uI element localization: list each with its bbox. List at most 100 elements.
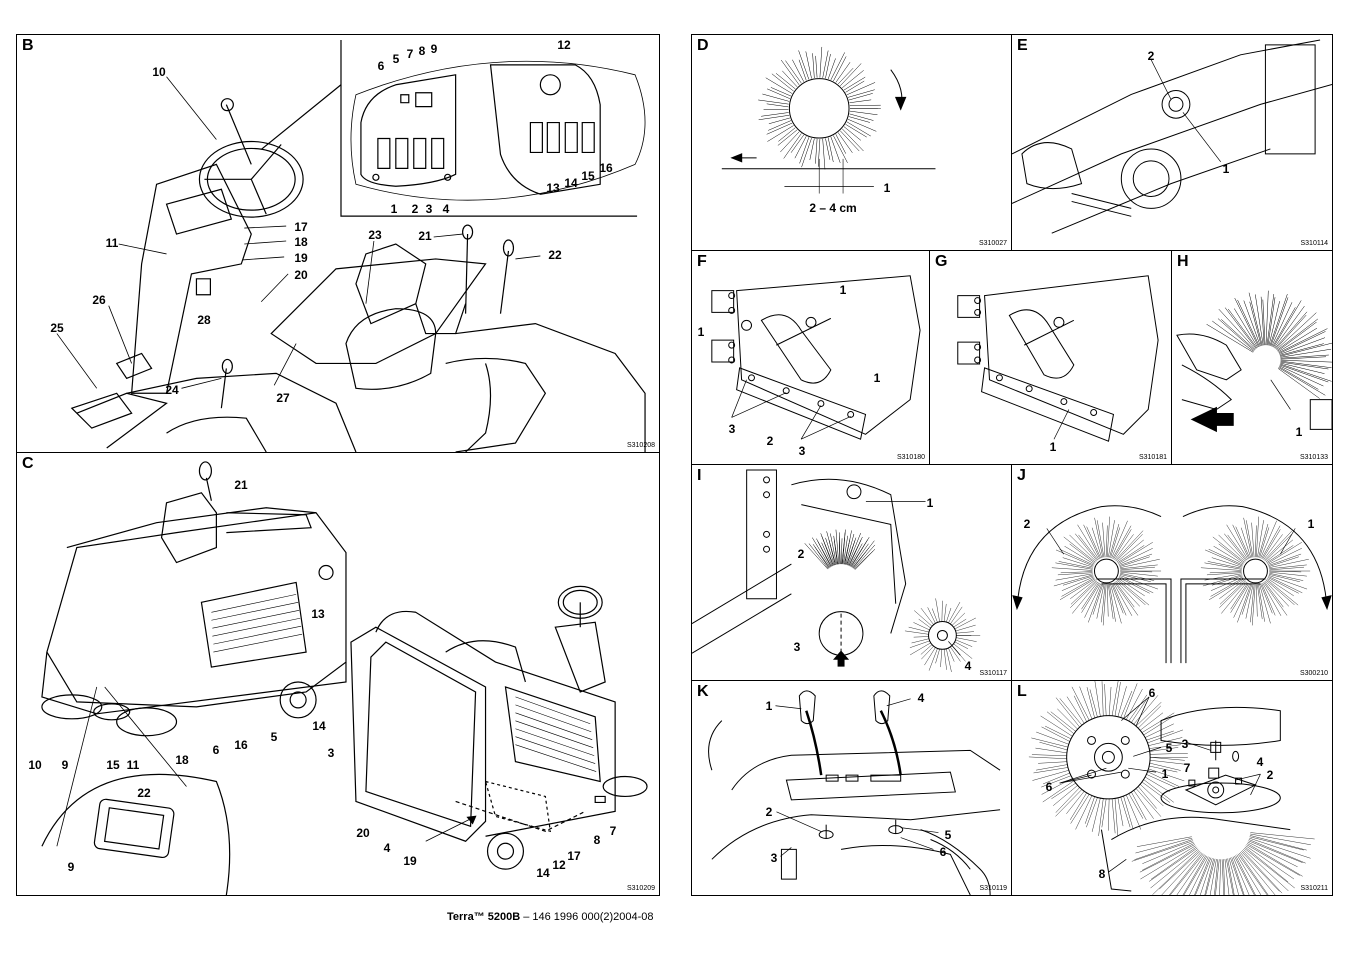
callout: 12: [552, 858, 566, 872]
figure-panel-j: J S300210 2 1: [1011, 464, 1333, 681]
callout: 14: [564, 176, 578, 190]
callout: 5: [392, 52, 400, 66]
callout: 7: [609, 824, 617, 838]
control-levers-illustration: [692, 681, 1011, 895]
panel-k-label: K: [697, 683, 709, 700]
callout: 9: [61, 758, 69, 772]
callout: 9: [430, 42, 438, 56]
figure-panel-i: I S310117 1 2 3 4: [691, 464, 1012, 681]
callout: 2: [797, 547, 805, 561]
callout: 3: [327, 746, 335, 760]
callout: 9: [67, 860, 75, 874]
side-skirt-illustration: [692, 251, 929, 464]
brush-rotation-illustration: [1012, 465, 1332, 680]
callout: 1: [1161, 767, 1169, 781]
callout: 13: [311, 607, 325, 621]
callout: 21: [418, 229, 432, 243]
panel-h-code: S310133: [1299, 454, 1328, 461]
panel-b-code: S310208: [626, 442, 655, 449]
callout: 3: [770, 851, 778, 865]
callout: 5: [270, 730, 278, 744]
callout: 5: [1165, 741, 1173, 755]
footer-product: Terra™ 5200B: [447, 911, 521, 923]
callout: 5: [944, 828, 952, 842]
figure-panel-h: H S310133 1: [1171, 250, 1333, 465]
callout: 2: [1147, 49, 1155, 63]
callout: 17: [294, 220, 308, 234]
callout: 27: [276, 391, 290, 405]
sweeper-machine-illustration: [17, 453, 659, 895]
panel-e-code: S310114: [1300, 240, 1328, 247]
callout: 1: [1049, 440, 1057, 454]
callout: 11: [105, 236, 119, 250]
callout: 4: [917, 691, 925, 705]
callout: 4: [442, 202, 450, 216]
callout: 13: [546, 181, 560, 195]
figure-panel-f: F S310180 1 1 1 3 2 3: [691, 250, 930, 465]
callout: 3: [728, 422, 736, 436]
callout: 21: [234, 478, 248, 492]
callout: 12: [557, 38, 571, 52]
panel-j-code: S300210: [1299, 670, 1328, 677]
callout: 8: [418, 44, 426, 58]
panel-g-code: S310181: [1138, 454, 1167, 461]
brush-pattern-illustration: [692, 35, 1011, 250]
panel-f-code: S310180: [896, 454, 925, 461]
callout: 20: [294, 268, 308, 282]
machine-controls-illustration: [17, 35, 659, 452]
callout: 6: [377, 59, 385, 73]
callout: 28: [197, 313, 211, 327]
callout: 2: [1266, 768, 1274, 782]
callout: 4: [1256, 755, 1264, 769]
callout: 15: [581, 169, 595, 183]
panel-c-label: C: [22, 455, 34, 472]
panel-l-label: L: [1017, 683, 1027, 700]
callout: 16: [234, 738, 248, 752]
callout: 15: [106, 758, 120, 772]
callout: 3: [798, 444, 806, 458]
callout: 25: [50, 321, 64, 335]
panel-f-label: F: [697, 253, 707, 270]
callout: 19: [294, 251, 308, 265]
brush-adjustment-illustration: [1012, 35, 1332, 250]
panel-l-code: S310211: [1300, 885, 1328, 892]
document-footer: Terra™ 5200B – 146 1996 000(2)2004-08: [447, 911, 654, 923]
callout: 8: [1098, 867, 1106, 881]
panel-i-code: S310117: [979, 670, 1007, 677]
panel-g-label: G: [935, 253, 948, 270]
callout: 18: [294, 235, 308, 249]
panel-k-code: S310119: [979, 885, 1007, 892]
callout: 22: [137, 786, 151, 800]
callout: 4: [964, 659, 972, 673]
callout: 1: [1222, 162, 1230, 176]
callout: 1: [926, 496, 934, 510]
callout: 2: [765, 805, 773, 819]
callout: 2: [766, 434, 774, 448]
callout: 26: [92, 293, 106, 307]
callout: 1: [765, 699, 773, 713]
side-skirt-installed-illustration: [930, 251, 1171, 464]
callout: 4: [383, 841, 391, 855]
callout: 24: [165, 383, 179, 397]
footer-doc-number: – 146 1996 000(2)2004-08: [520, 911, 654, 923]
callout: 7: [1183, 761, 1191, 775]
panel-i-label: I: [697, 467, 702, 484]
panel-e-label: E: [1017, 37, 1028, 54]
figure-panel-k: K S310119 1 4 2 5 6 3: [691, 680, 1012, 896]
callout: 3: [425, 202, 433, 216]
figure-panel-c: C S310209 21 13 14 3 10 9 15 11 18 6 16 …: [16, 452, 660, 896]
callout: 1: [390, 202, 398, 216]
figure-panel-l: L S310211 6 5 3 4 7 2 6 1 8: [1011, 680, 1333, 896]
figure-panel-d: D S310027 1 2 – 4 cm: [691, 34, 1012, 251]
panel-j-label: J: [1017, 467, 1026, 484]
callout: 6: [212, 743, 220, 757]
panel-d-code: S310027: [978, 240, 1007, 247]
brush-removal-illustration: [1172, 251, 1332, 464]
figure-panel-g: G S310181 1: [929, 250, 1172, 465]
callout: 17: [567, 849, 581, 863]
panel-h-label: H: [1177, 253, 1189, 270]
callout: 6: [939, 845, 947, 859]
figure-panel-b: B S310208 10 6 5 7 8 9 12 1 2 3 4 13 14 …: [16, 34, 660, 453]
main-brush-replacement-illustration: [692, 465, 1011, 680]
callout: 3: [793, 640, 801, 654]
